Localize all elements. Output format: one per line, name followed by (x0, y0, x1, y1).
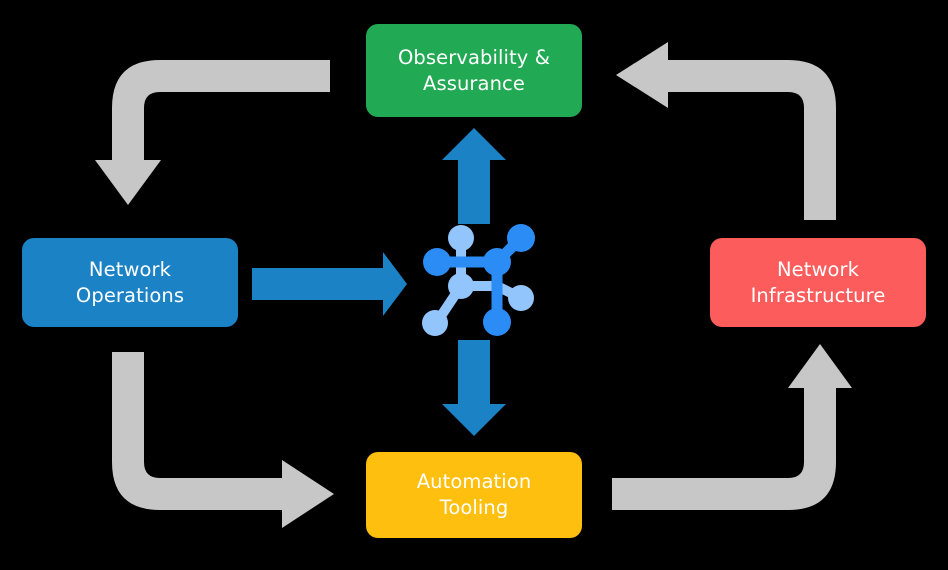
arrow-operations-to-center (252, 252, 407, 316)
box-automation-label: Automation Tooling (416, 470, 532, 519)
box-network-operations[interactable]: Network Operations (22, 238, 238, 327)
box-observability-label: Observability & Assurance (397, 45, 551, 95)
arrow-observability-to-operations (95, 60, 330, 205)
box-network-infrastructure[interactable]: Network Infrastructure (710, 238, 926, 327)
arrow-center-to-automation (442, 340, 506, 436)
arrow-automation-to-infrastructure (612, 344, 852, 510)
box-observability-assurance[interactable]: Observability & Assurance (366, 24, 582, 117)
box-operations-label: Network Operations (75, 257, 185, 307)
box-infrastructure-label: Network Infrastructure (750, 257, 886, 307)
arrow-center-to-observability (442, 128, 506, 224)
arrow-operations-to-automation (112, 352, 334, 528)
box-automation-tooling[interactable]: Automation Tooling (366, 452, 582, 538)
arrow-infrastructure-to-observability (616, 42, 836, 220)
